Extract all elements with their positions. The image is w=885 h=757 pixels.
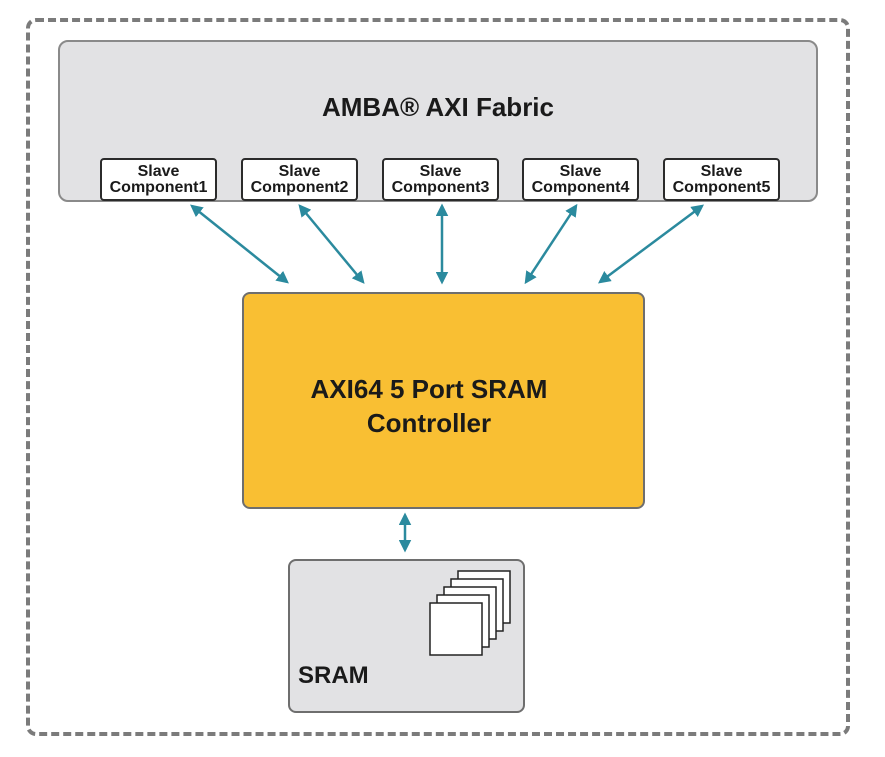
slave-label-line2: Component4 — [531, 178, 630, 196]
slave-label-line1: Slave — [137, 162, 180, 180]
slave-component-2: Slave Component2 — [241, 158, 358, 201]
arrow-slave5-controller — [597, 204, 705, 284]
slave-component-1: Slave Component1 — [100, 158, 217, 201]
stacked-pages-icon — [429, 570, 511, 656]
slave-label-line1: Slave — [278, 162, 321, 180]
axi-fabric-title: AMBA® AXI Fabric — [322, 92, 554, 122]
sram-label: SRAM — [298, 662, 369, 689]
slave-component-3: Slave Component3 — [382, 158, 499, 201]
system-boundary — [26, 18, 850, 736]
slave-label-line2: Component2 — [250, 178, 349, 196]
arrow-slave2-controller — [298, 204, 365, 284]
slave-component-4: Slave Component4 — [522, 158, 639, 201]
sram-controller-block — [242, 292, 645, 509]
arrow-slave1-controller — [190, 204, 289, 284]
sram-controller-label-line1: AXI64 5 Port SRAM — [310, 374, 548, 404]
slave-label-line2: Component5 — [672, 178, 771, 196]
slave-label-line1: Slave — [419, 162, 462, 180]
arrow-slave4-controller — [524, 203, 578, 285]
sram-controller-label: AXI64 5 Port SRAM Controller — [242, 372, 616, 440]
slave-component-5: Slave Component5 — [663, 158, 780, 201]
slave-label-line2: Component1 — [109, 178, 208, 196]
slave-label-line2: Component3 — [391, 178, 490, 196]
slave-label-line1: Slave — [559, 162, 602, 180]
sram-controller-label-line2: Controller — [366, 408, 492, 438]
slave-label-line1: Slave — [700, 162, 743, 180]
